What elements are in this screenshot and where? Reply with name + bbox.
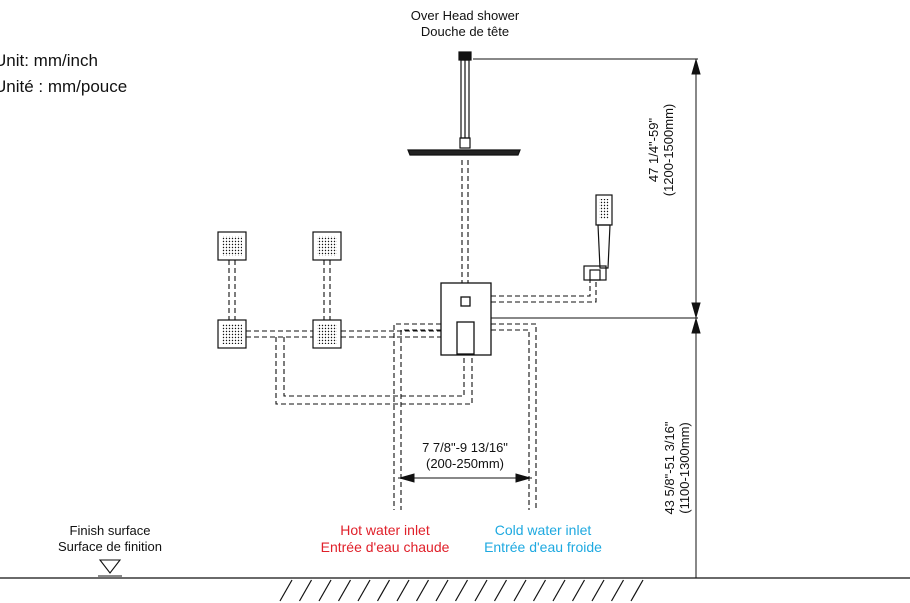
floor-hatch-stroke [454, 579, 469, 602]
floor-hatch-stroke [630, 579, 644, 602]
overhead-shower [407, 51, 521, 156]
body-jets [217, 231, 342, 349]
floor-hatch-stroke [396, 579, 410, 602]
hot-inlet-en: Hot water inlet [340, 522, 430, 538]
unit-label-fr: Unité : mm/pouce [0, 77, 128, 96]
floor-hatch-stroke [532, 579, 547, 602]
floor-hatch-stroke [279, 579, 293, 602]
floor-hatch-stroke [571, 579, 586, 602]
upper-dimension-mm: (1200-1500mm) [661, 103, 676, 197]
upper-dimension-label: 47 1/4"-59" (1200-1500mm) [646, 95, 676, 205]
unit-label-en: Unit: mm/inch [0, 51, 98, 70]
inlet-spacing-mm: (200-250mm) [425, 456, 505, 471]
finish-surface-marker [98, 559, 122, 577]
upper-dimension-inch: 47 1/4"-59" [646, 117, 661, 183]
floor-hatch-stroke [435, 579, 449, 602]
cold-water-inlet-label: Cold water inlet Entrée d'eau froide [463, 522, 623, 556]
finish-surface-fr: Surface de finition [57, 539, 163, 554]
overhead-shower-label: Over Head shower Douche de tête [380, 8, 550, 40]
finish-surface-label: Finish surface Surface de finition [20, 523, 200, 555]
dimension-lines [398, 58, 701, 578]
cold-inlet-fr: Entrée d'eau froide [484, 539, 602, 555]
hot-inlet-fr: Entrée d'eau chaude [320, 539, 450, 555]
overhead-label-fr: Douche de tête [420, 24, 510, 39]
overhead-label-en: Over Head shower [410, 8, 520, 23]
inlet-spacing-inch: 7 7/8"-9 13/16" [422, 440, 508, 455]
lower-dimension-inch: 43 5/8"-51 3/16" [662, 421, 677, 515]
floor-hatch-stroke [337, 579, 352, 602]
floor-hatch-stroke [552, 579, 566, 602]
floor-hatch-stroke [357, 579, 371, 602]
hand-shower [583, 194, 613, 281]
finish-surface-en: Finish surface [69, 523, 151, 538]
unit-label: Unit: mm/inch Unité : mm/pouce [0, 48, 127, 100]
floor-hatch-stroke [513, 579, 527, 602]
cold-inlet-en: Cold water inlet [494, 522, 592, 538]
lower-dimension-label: 43 5/8"-51 3/16" (1100-1300mm) [662, 398, 692, 538]
floor-hatch-stroke [318, 579, 332, 602]
floor-hatch-stroke [591, 579, 605, 602]
lower-dimension-mm: (1100-1300mm) [677, 422, 692, 514]
inlet-spacing-label: 7 7/8"-9 13/16" (200-250mm) [405, 440, 525, 472]
concealed-pipes [228, 160, 597, 510]
floor-hatch-stroke [376, 579, 391, 602]
floor-hatch-stroke [298, 579, 313, 602]
floor-hatch-stroke [474, 579, 488, 602]
floor-hatch-stroke [415, 579, 430, 602]
mixer-valve [440, 282, 492, 356]
hot-water-inlet-label: Hot water inlet Entrée d'eau chaude [300, 522, 470, 556]
floor-hatch-stroke [493, 579, 508, 602]
floor-hatching [279, 579, 644, 602]
floor-hatch-stroke [610, 579, 625, 602]
